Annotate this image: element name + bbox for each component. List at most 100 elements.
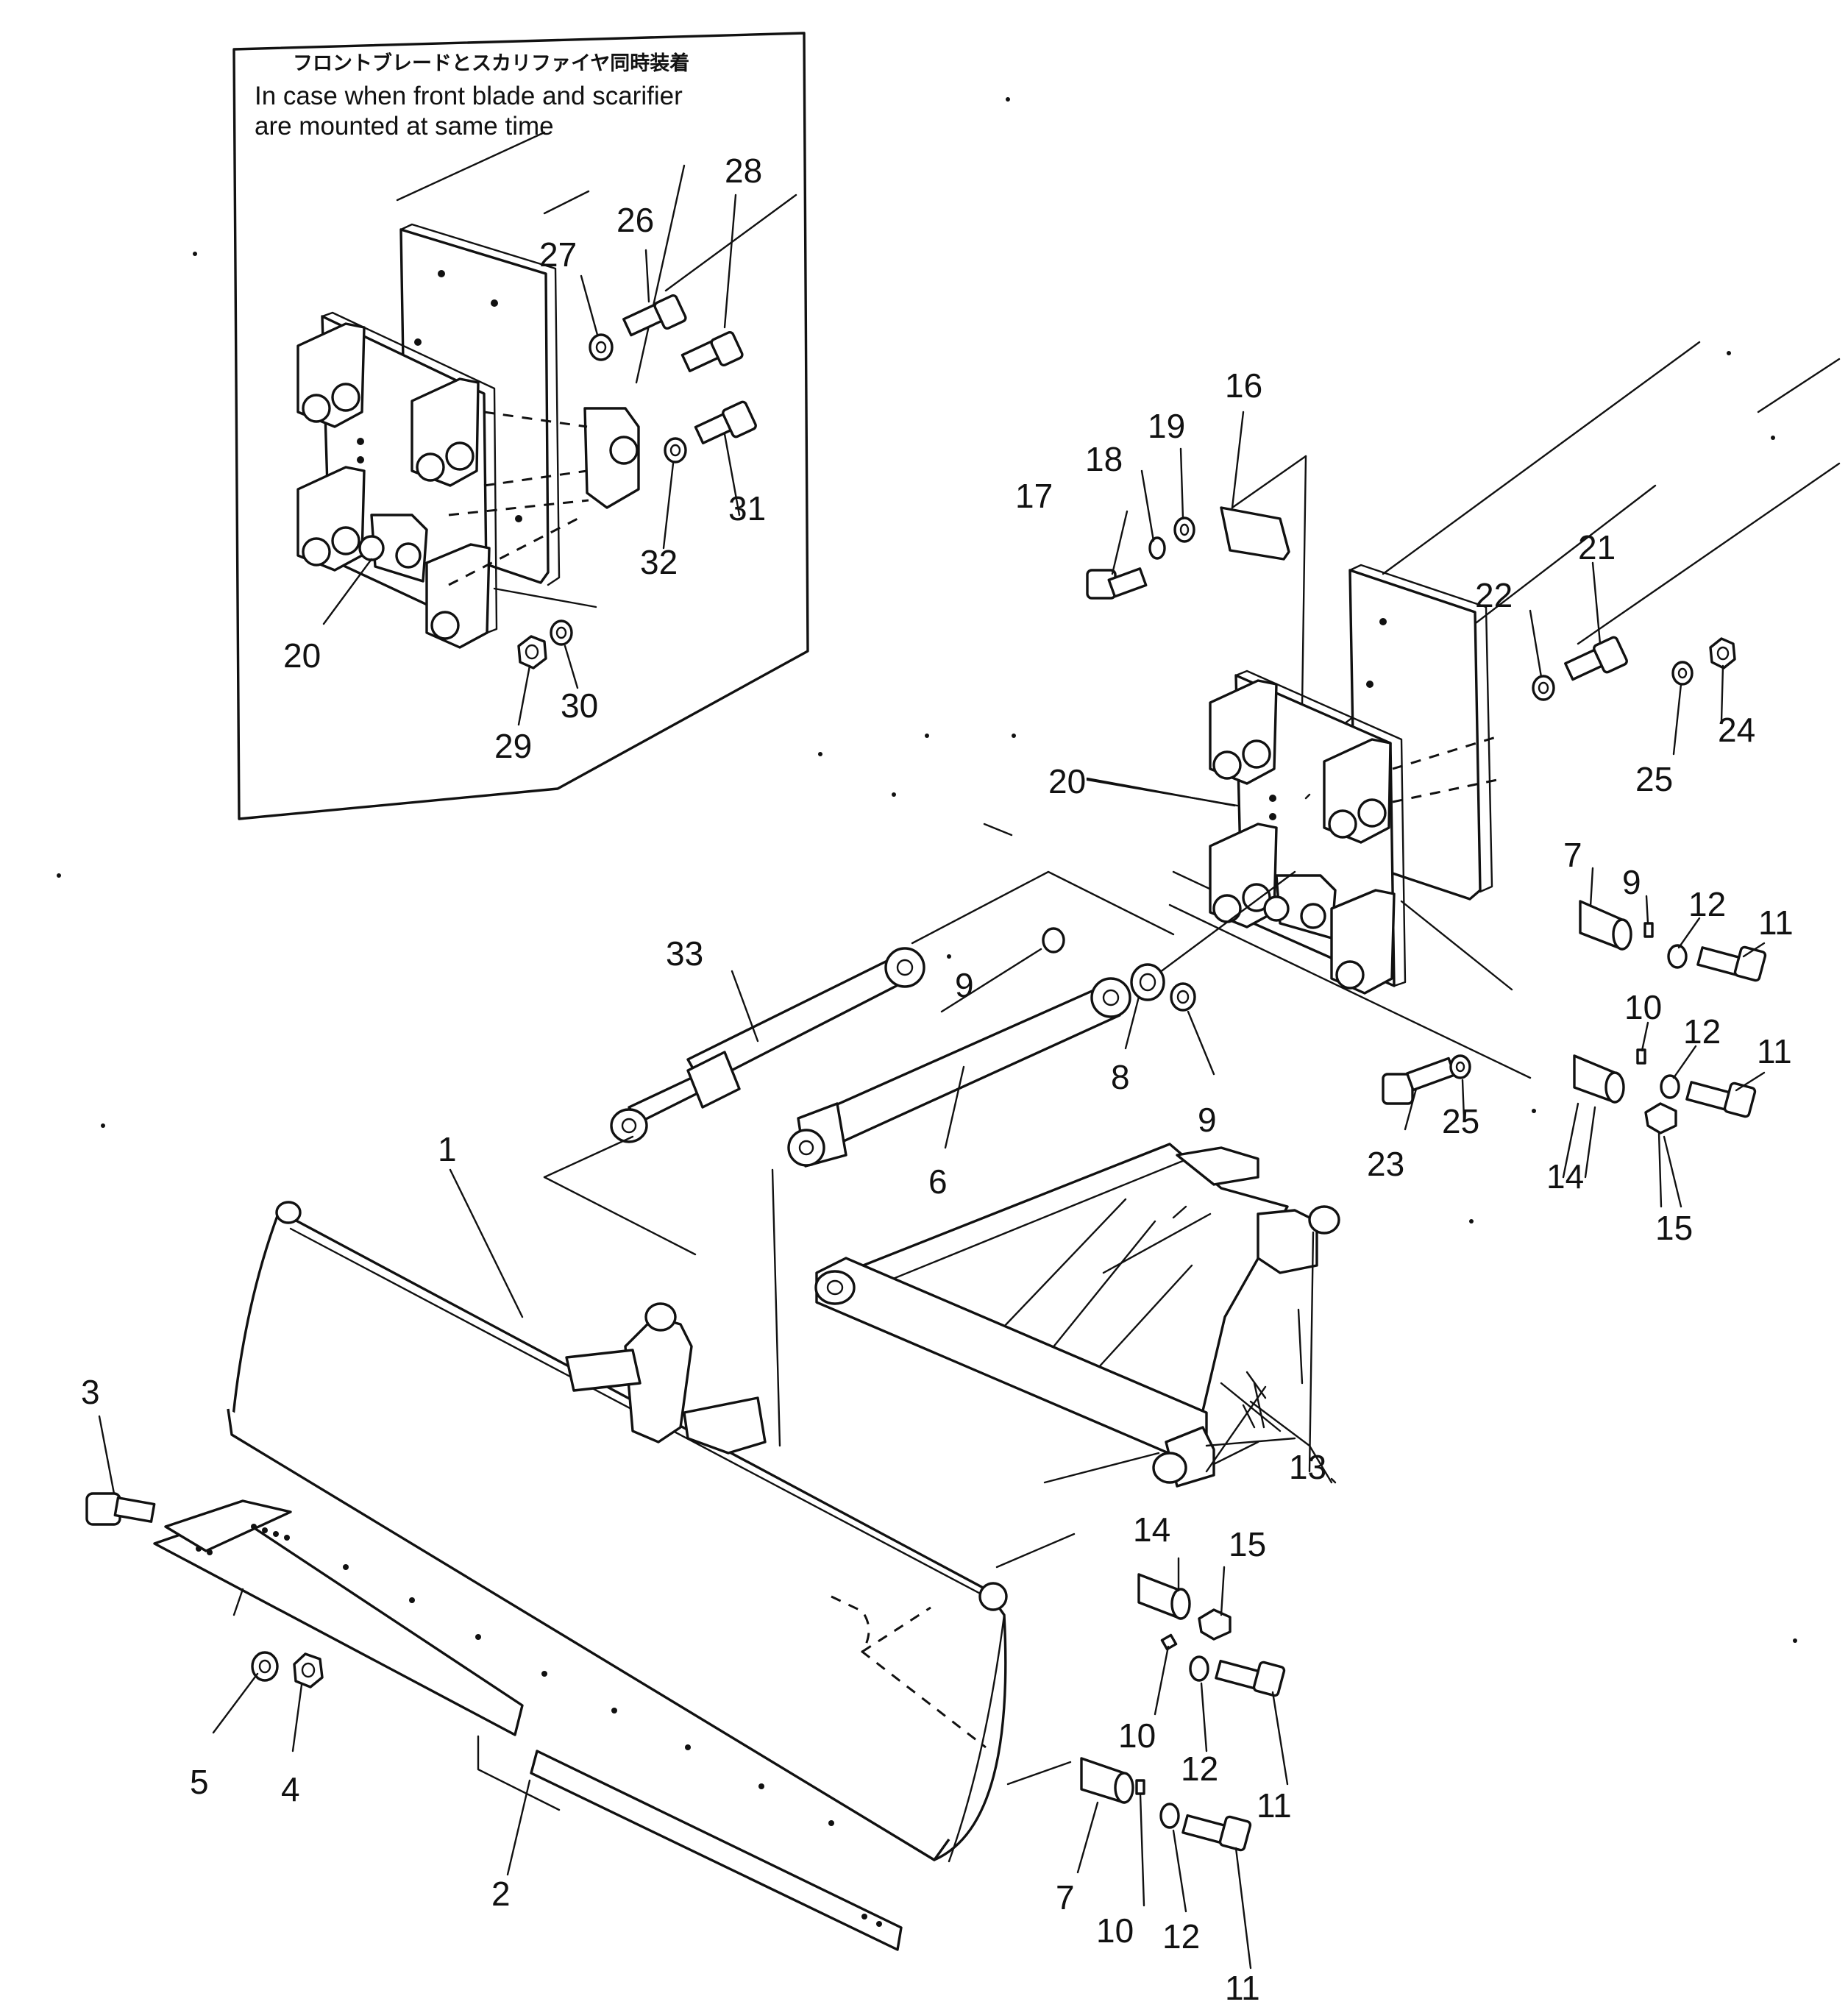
pin-7-upper — [1579, 900, 1632, 951]
lock-washer-18 — [1148, 536, 1166, 560]
lock-plate-10-a — [1643, 922, 1654, 938]
washer-25-top — [1671, 661, 1694, 686]
bolt-3 — [85, 1492, 156, 1526]
pin-14-lower — [1137, 1573, 1191, 1620]
callout-28: 28 — [725, 152, 762, 190]
callout-12-b: 12 — [1683, 1012, 1721, 1051]
cutting-edge-2 — [153, 1499, 987, 1951]
bolt-11-c — [1215, 1659, 1286, 1697]
inset-caption-jp: フロントブレードとスカリファイヤ同時装着 — [293, 52, 689, 75]
callout-19: 19 — [1148, 407, 1185, 445]
callout-25-top: 25 — [1635, 760, 1673, 798]
lock-plate-10-b — [1636, 1048, 1646, 1065]
bolt-11-b — [1685, 1081, 1757, 1118]
callout-32: 32 — [640, 543, 678, 581]
nut-4 — [293, 1652, 324, 1688]
bolt-17 — [1086, 567, 1148, 600]
callout-12-d: 12 — [1162, 1917, 1200, 1956]
cylinder-33 — [610, 947, 925, 1143]
bolt-11-a — [1696, 945, 1767, 982]
plate-16 — [1220, 455, 1307, 561]
nut-24 — [1709, 637, 1736, 670]
callout-7-lower: 7 — [1056, 1878, 1075, 1917]
inset-fasteners — [517, 294, 757, 670]
bolt-11-d — [1181, 1814, 1252, 1852]
callout-31: 31 — [728, 489, 766, 528]
callout-10-b: 10 — [1624, 988, 1662, 1026]
washer-32 — [664, 437, 687, 464]
grease-fitting-15-lower — [1198, 1608, 1232, 1641]
callout-14-upper: 14 — [1546, 1157, 1584, 1196]
callout-11-a: 11 — [1758, 903, 1794, 942]
callout-18: 18 — [1085, 440, 1123, 478]
a-frame-13 — [814, 1143, 1340, 1488]
callout-33: 33 — [666, 934, 703, 973]
callout-20-inset: 20 — [283, 636, 321, 675]
callout-17: 17 — [1015, 477, 1053, 515]
callout-6: 6 — [928, 1162, 948, 1201]
callout-16: 16 — [1225, 366, 1262, 405]
bushing-8 — [1130, 963, 1165, 1001]
callout-10-a: 9 — [1622, 863, 1641, 901]
washer-5 — [251, 1651, 279, 1682]
main-leaders — [98, 411, 1766, 1970]
washer-27 — [589, 333, 614, 361]
callout-1: 1 — [438, 1130, 457, 1168]
callout-10-c: 10 — [1118, 1716, 1156, 1755]
callout-11-b: 11 — [1757, 1032, 1792, 1070]
callout-2: 2 — [491, 1875, 511, 1913]
callout-15-lower: 15 — [1229, 1525, 1266, 1563]
callout-9-a: 9 — [955, 966, 974, 1004]
lock-plate-10-c — [1160, 1633, 1178, 1651]
callout-15-upper: 15 — [1655, 1209, 1693, 1247]
callout-13: 13 — [1289, 1448, 1326, 1486]
pin-7-lower — [1080, 1757, 1134, 1804]
callout-11-c: 11 — [1257, 1786, 1292, 1825]
nut-29 — [517, 635, 547, 670]
washer-30 — [550, 619, 573, 646]
callout-14-lower: 14 — [1133, 1510, 1170, 1549]
inset-bracket-plate-20 — [296, 311, 498, 649]
main-fasteners — [1086, 516, 1767, 1134]
inset-caption: フロントブレードとスカリファイヤ同時装着 In case when front … — [255, 52, 689, 141]
callout-22: 22 — [1475, 576, 1513, 614]
bushing-9-b — [1170, 982, 1196, 1012]
callout-21: 21 — [1578, 528, 1616, 567]
callout-27: 27 — [539, 235, 577, 274]
callout-11-d: 11 — [1225, 1969, 1260, 2007]
blade-1 — [227, 1201, 1008, 1863]
callout-4: 4 — [281, 1770, 300, 1808]
lock-plate-10-d — [1135, 1779, 1145, 1795]
inset-caption-en-1: In case when front blade and scarifier — [255, 82, 683, 110]
callout-labels: 28 26 27 31 32 20 30 29 16 19 18 17 21 2… — [81, 152, 1794, 2007]
callout-5: 5 — [190, 1763, 209, 1801]
callout-30: 30 — [561, 686, 598, 725]
bushing-9-a — [1042, 927, 1065, 953]
inset-caption-en-2: are mounted at same time — [255, 112, 554, 141]
callout-29: 29 — [494, 727, 532, 765]
callout-20-main: 20 — [1048, 762, 1086, 800]
inset-frame — [232, 32, 809, 820]
blade-fasteners — [85, 1492, 1286, 1852]
callout-3: 3 — [81, 1373, 100, 1411]
callout-12-a: 12 — [1688, 885, 1726, 923]
callout-12-c: 12 — [1181, 1750, 1218, 1788]
lock-washer-12-c — [1189, 1655, 1209, 1682]
washer-22 — [1532, 675, 1555, 701]
bolt-26 — [622, 294, 687, 337]
bolt-23 — [1382, 1057, 1456, 1105]
main-bracket-plate-20 — [1209, 670, 1407, 995]
lock-washer-12-a — [1667, 944, 1688, 969]
grease-fitting-15-upper — [1644, 1102, 1677, 1134]
callout-8: 8 — [1111, 1058, 1130, 1096]
callout-25-mid: 25 — [1442, 1102, 1479, 1140]
callout-24: 24 — [1718, 711, 1755, 749]
inset-leaders — [322, 131, 741, 726]
cylinder-guide-lines — [543, 870, 1296, 1484]
washer-25-mid — [1449, 1054, 1471, 1079]
callout-26: 26 — [616, 201, 654, 239]
pin-14-upper — [1573, 1054, 1625, 1104]
callout-9-b: 9 — [1198, 1101, 1217, 1139]
bolt-21 — [1564, 636, 1628, 681]
lock-washer-12-b — [1660, 1074, 1680, 1099]
